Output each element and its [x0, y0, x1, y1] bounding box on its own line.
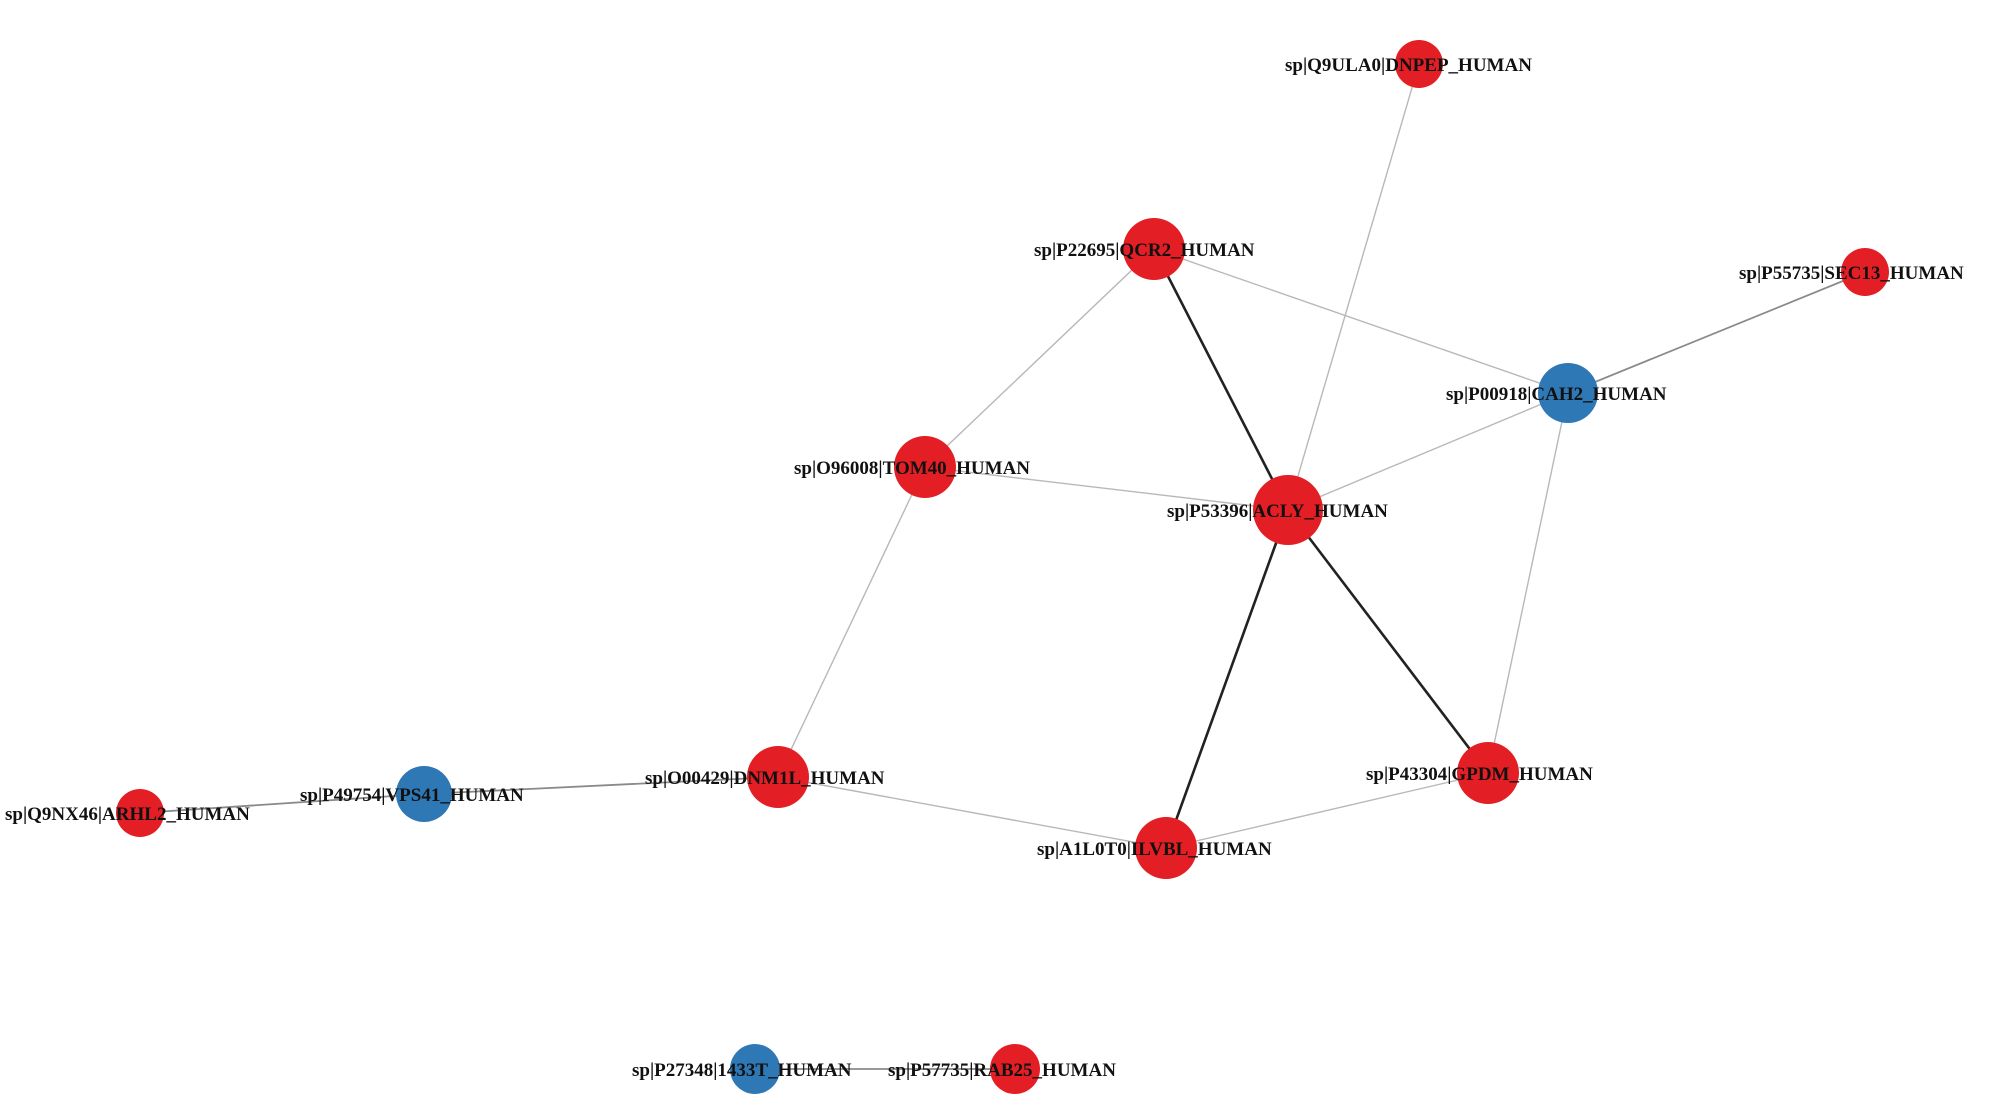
edge-qcr2-acly [1152, 247, 1290, 512]
node-dnpep[interactable]: sp|Q9ULA0|DNPEP_HUMAN [1285, 40, 1532, 88]
node-circle[interactable] [1841, 248, 1889, 296]
edge-dnpep-acly [1287, 63, 1420, 511]
edge-vps41-arhl2 [139, 793, 425, 814]
node-circle[interactable] [747, 746, 809, 808]
node-gpdm[interactable]: sp|P43304|GPDM_HUMAN [1366, 742, 1593, 804]
node-circle[interactable] [990, 1044, 1040, 1094]
edge-sec13-cah2 [1567, 271, 1866, 394]
node-label: sp|P49754|VPS41_HUMAN [300, 785, 524, 806]
node-label: sp|P27348|1433T_HUMAN [632, 1060, 852, 1081]
node-label: sp|P00918|CAH2_HUMAN [1446, 384, 1667, 405]
node-label: sp|Q9ULA0|DNPEP_HUMAN [1285, 55, 1532, 76]
node-label: sp|P22695|QCR2_HUMAN [1034, 240, 1255, 261]
node-layer: sp|Q9ULA0|DNPEP_HUMAN sp|P22695|QCR2_HUMA… [5, 40, 1964, 1094]
edge-cah2-acly [1287, 392, 1569, 511]
node-dnm1l[interactable]: sp|O00429|DNM1L_HUMAN [645, 746, 885, 808]
edge-qcr2-cah2 [1153, 248, 1569, 394]
node-1433t[interactable]: sp|P27348|1433T_HUMAN [632, 1044, 852, 1094]
node-sec13[interactable]: sp|P55735|SEC13_HUMAN [1739, 248, 1964, 296]
node-circle[interactable] [1253, 475, 1323, 545]
edge-tom40-acly [924, 466, 1289, 511]
node-tom40[interactable]: sp|O96008|TOM40_HUMAN [794, 436, 1030, 498]
node-circle[interactable] [1457, 742, 1519, 804]
node-cah2[interactable]: sp|P00918|CAH2_HUMAN [1446, 363, 1667, 423]
edge-cah2-gpdm [1487, 392, 1569, 774]
edge-acly-gpdm [1286, 508, 1490, 775]
node-circle[interactable] [116, 789, 164, 837]
node-circle[interactable] [730, 1044, 780, 1094]
edge-gpdm-ilvbl [1165, 772, 1489, 849]
node-label: sp|P55735|SEC13_HUMAN [1739, 263, 1964, 284]
node-circle[interactable] [1123, 218, 1185, 280]
edge-dnm1l-vps41 [423, 776, 779, 795]
edge-qcr2-tom40 [924, 248, 1155, 468]
edge-dnm1l-ilvbl [777, 776, 1167, 849]
node-label: sp|O96008|TOM40_HUMAN [794, 458, 1030, 479]
node-label: sp|Q9NX46|ARHL2_HUMAN [5, 804, 250, 825]
node-circle[interactable] [894, 436, 956, 498]
node-rab25[interactable]: sp|P57735|RAB25_HUMAN [888, 1044, 1116, 1094]
node-circle[interactable] [1538, 363, 1598, 423]
node-acly[interactable]: sp|P53396|ACLY_HUMAN [1167, 475, 1388, 545]
node-label: sp|O00429|DNM1L_HUMAN [645, 768, 885, 789]
node-qcr2[interactable]: sp|P22695|QCR2_HUMAN [1034, 218, 1255, 280]
node-circle[interactable] [396, 766, 452, 822]
node-label: sp|P57735|RAB25_HUMAN [888, 1060, 1116, 1081]
node-label: sp|A1L0T0|ILVBL_HUMAN [1037, 839, 1272, 860]
edge-tom40-dnm1l [777, 466, 926, 778]
node-circle[interactable] [1135, 817, 1197, 879]
node-label: sp|P53396|ACLY_HUMAN [1167, 501, 1388, 522]
edge-layer [139, 63, 1866, 1070]
node-arhl2[interactable]: sp|Q9NX46|ARHL2_HUMAN [5, 789, 250, 837]
node-ilvbl[interactable]: sp|A1L0T0|ILVBL_HUMAN [1037, 817, 1272, 879]
edge-acly-ilvbl [1164, 508, 1290, 850]
node-circle[interactable] [1395, 40, 1443, 88]
node-label: sp|P43304|GPDM_HUMAN [1366, 764, 1593, 785]
node-vps41[interactable]: sp|P49754|VPS41_HUMAN [300, 766, 524, 822]
